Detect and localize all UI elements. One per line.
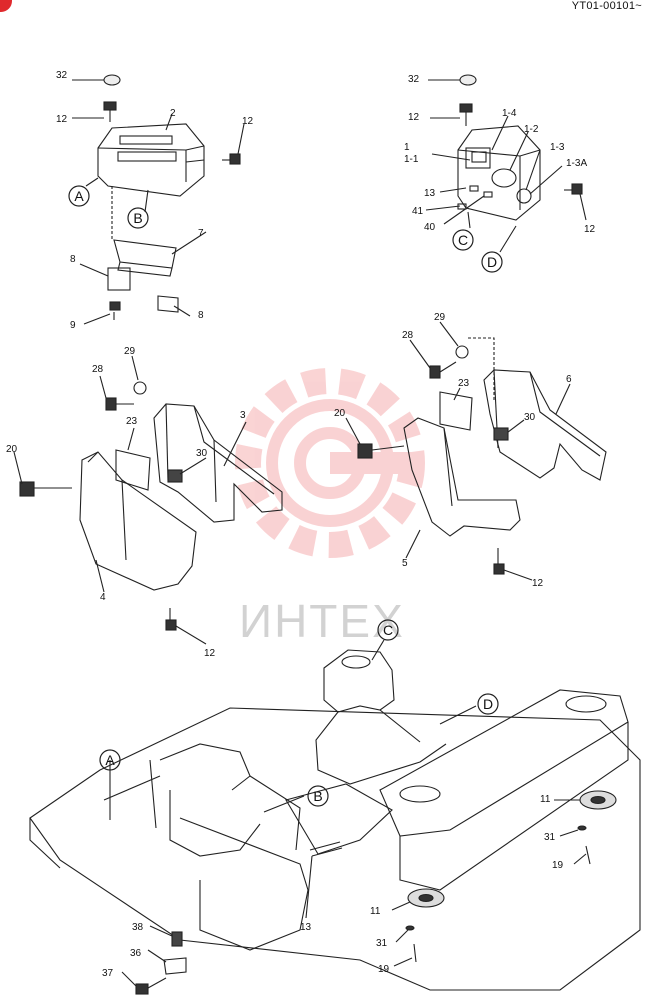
ref-circle-d-bottom	[477, 693, 499, 715]
callout-9: 9	[70, 320, 76, 331]
callout-4: 4	[100, 592, 106, 603]
callout-30: 30	[196, 448, 208, 459]
reference-circles	[68, 185, 503, 807]
watermark-gear-logo	[235, 368, 425, 558]
callout-30: 30	[524, 412, 536, 423]
ref-letter-d-bottom: D	[483, 696, 493, 712]
callout-12: 12	[204, 648, 216, 659]
callout-32: 32	[56, 70, 68, 81]
callout-2: 2	[170, 108, 176, 119]
callout-20: 20	[334, 408, 346, 419]
callout-1-1: 1-1	[404, 154, 419, 165]
document-code: YT01-00101~	[571, 0, 642, 12]
callout-13: 13	[300, 922, 312, 933]
callout-12: 12	[408, 112, 420, 123]
callout-28: 28	[402, 330, 414, 341]
callout-12: 12	[242, 116, 254, 127]
callout-37: 37	[102, 968, 114, 979]
callout-1-4: 1-4	[502, 108, 517, 119]
callout-23: 23	[458, 378, 470, 389]
callout-1: 1	[404, 142, 410, 153]
callout-19: 19	[552, 860, 564, 871]
ref-letter-c-bottom: C	[383, 622, 393, 638]
callout-29: 29	[124, 346, 136, 357]
ref-circle-d-top	[481, 251, 503, 273]
callout-8: 8	[70, 254, 76, 265]
ref-circle-b-bottom	[307, 785, 329, 807]
ref-circle-c-top	[452, 229, 474, 251]
callout-29: 29	[434, 312, 446, 323]
ref-circle-b-top	[127, 207, 149, 229]
callout-6: 6	[566, 374, 572, 385]
callout-7: 7	[198, 228, 204, 239]
cover-2-assembly	[72, 74, 245, 325]
callout-12: 12	[584, 224, 596, 235]
ref-letter-a-top: A	[74, 188, 84, 204]
callout-11: 11	[540, 794, 551, 805]
callout-8: 8	[198, 310, 204, 321]
ref-circle-c-bottom	[377, 619, 399, 641]
callout-31: 31	[544, 832, 556, 843]
callout-1-3A: 1-3A	[566, 158, 587, 169]
callout-31: 31	[376, 938, 388, 949]
callout-19: 19	[378, 964, 390, 975]
callout-36: 36	[130, 948, 142, 959]
callout-3: 3	[240, 410, 246, 421]
chassis-frame	[29, 639, 641, 995]
ref-circle-a-bottom	[99, 749, 121, 771]
callout-41: 41	[412, 206, 424, 217]
callout-32: 32	[408, 74, 420, 85]
panel-3-4-assembly	[13, 355, 283, 645]
panel-5-6-assembly	[345, 321, 607, 581]
callout-11: 11	[370, 906, 381, 917]
watermark-text: ИНТЕХ	[239, 595, 405, 647]
callout-40: 40	[424, 222, 436, 233]
callout-1-2: 1-2	[524, 124, 539, 135]
ref-letter-d-top: D	[487, 254, 497, 270]
cover-1-assembly	[425, 74, 587, 253]
reference-letters: A B C D C D A B	[74, 188, 497, 804]
callout-1-3: 1-3	[550, 142, 565, 153]
part-callouts: 32 12 2 12 7 8 9 8 32 12 1-4 1-2 1 1-1 1…	[6, 70, 596, 979]
ref-circle-a-top	[68, 185, 90, 207]
ref-letter-a-bottom: A	[105, 752, 115, 768]
callout-12: 12	[56, 114, 68, 125]
callout-28: 28	[92, 364, 104, 375]
callout-5: 5	[402, 558, 408, 569]
ref-letter-b-bottom: B	[313, 788, 322, 804]
ref-letter-c-top: C	[458, 232, 468, 248]
ref-letter-b-top: B	[133, 210, 142, 226]
callout-13: 13	[424, 188, 436, 199]
callout-38: 38	[132, 922, 144, 933]
callout-23: 23	[126, 416, 138, 427]
callout-20: 20	[6, 444, 18, 455]
callout-12: 12	[532, 578, 544, 589]
